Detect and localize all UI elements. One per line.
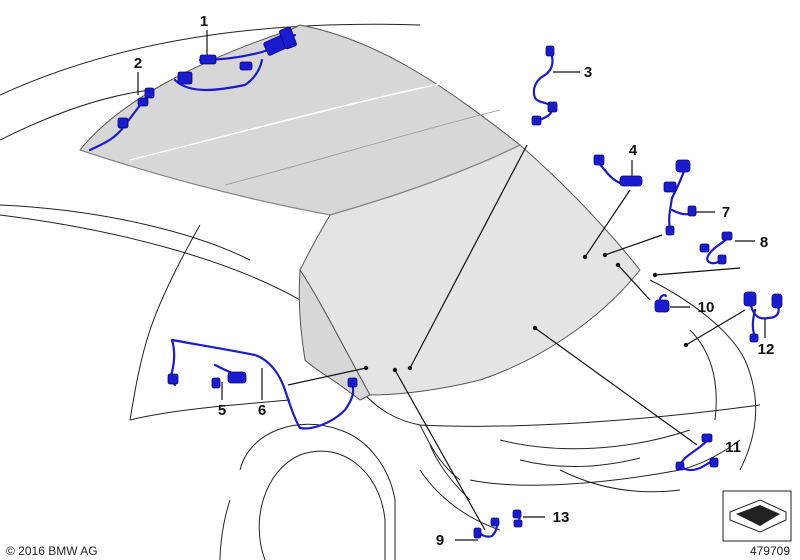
part-label: 7	[722, 204, 730, 221]
harness-2	[88, 87, 155, 152]
harness-10	[654, 294, 670, 313]
part-label: 10	[698, 299, 715, 316]
part-label: 4	[629, 142, 638, 159]
part-label: 13	[553, 509, 570, 526]
document-number: 479709	[749, 544, 790, 558]
part-label: 8	[760, 234, 768, 251]
orientation-icon	[722, 490, 792, 542]
harness-13	[512, 509, 523, 528]
part-number-labels: 1 2 3 4 5 6 7 8 9 10 11 12 13	[134, 13, 775, 549]
harness-5-6	[167, 338, 358, 430]
harness-1	[173, 26, 297, 92]
roof-c-pillar	[298, 268, 371, 401]
harness-11	[675, 433, 719, 472]
copyright-text: © 2016 BMW AG	[6, 544, 98, 558]
part-label: 1	[200, 13, 208, 30]
part-label: 12	[758, 341, 775, 358]
part-label: 3	[584, 64, 592, 81]
harness-8	[699, 231, 733, 265]
part-label: 11	[725, 439, 741, 456]
harness-12	[743, 291, 783, 343]
leader-lines	[137, 30, 766, 541]
roof-edge-line	[79, 144, 521, 216]
part-label: 9	[436, 532, 444, 549]
harness-4	[593, 154, 643, 187]
roof-seam-2	[224, 109, 501, 186]
harness-3	[531, 45, 558, 126]
part-label: 6	[258, 402, 266, 419]
roof-seam	[129, 79, 461, 161]
harness-7	[663, 159, 697, 236]
harness-9	[473, 517, 500, 539]
part-label: 5	[218, 402, 226, 419]
part-label: 2	[134, 55, 142, 72]
